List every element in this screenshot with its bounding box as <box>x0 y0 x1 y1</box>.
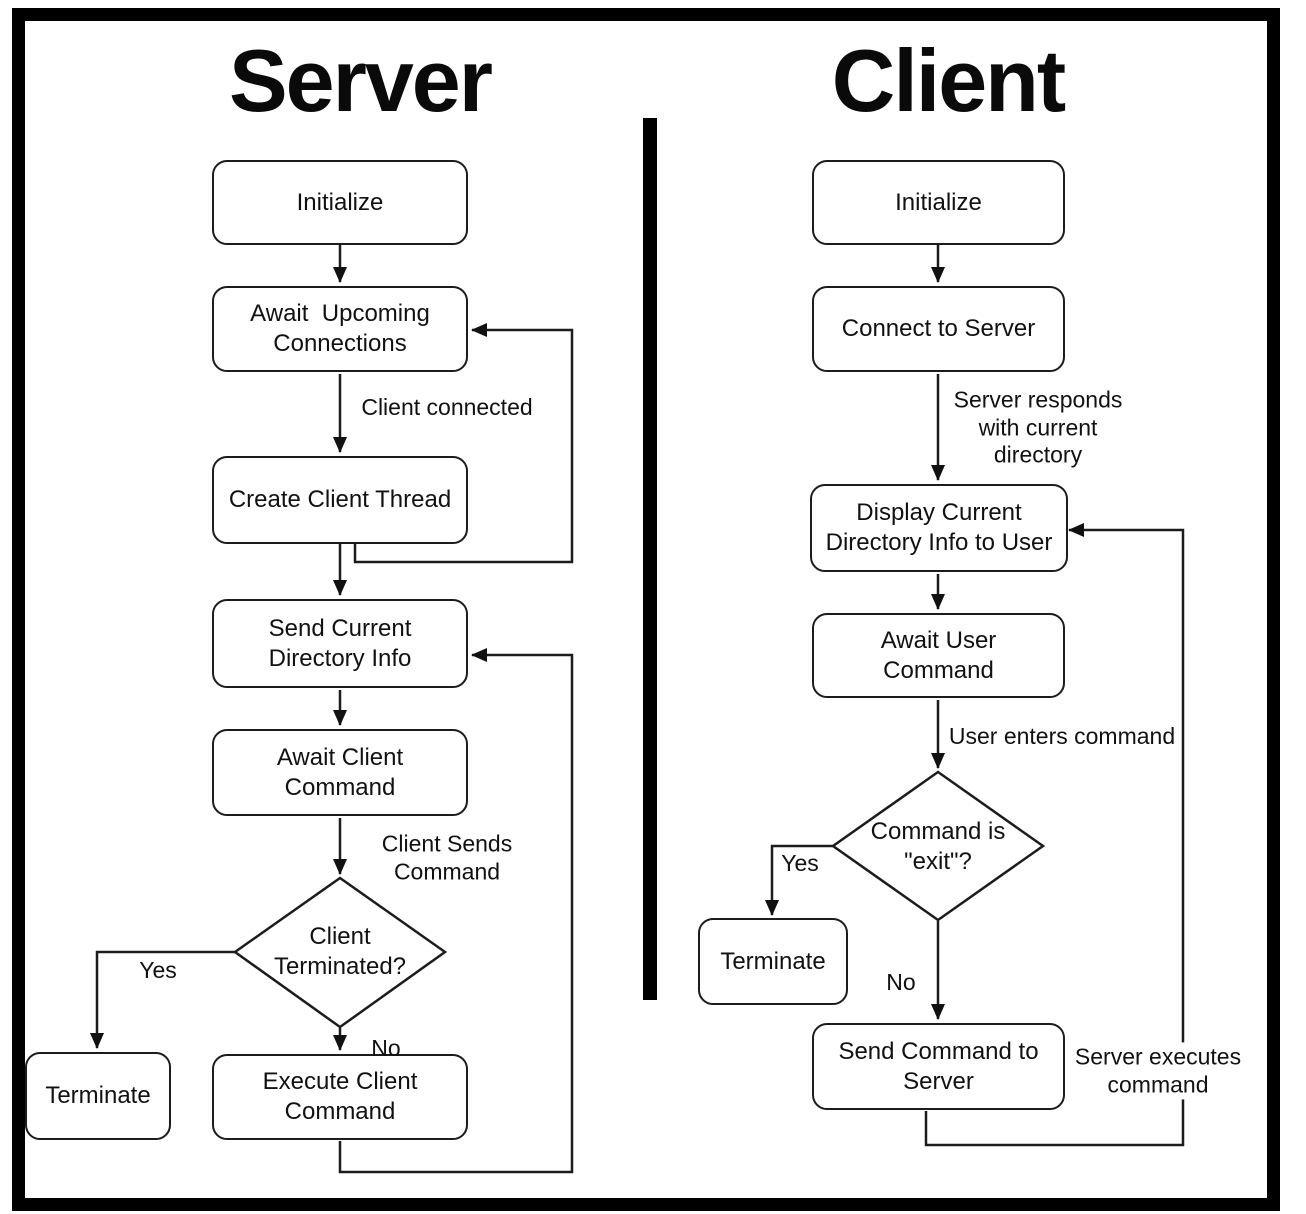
server-edge-yes: Yes <box>139 957 177 984</box>
client-column-title: Client <box>831 31 1066 130</box>
server-node-execute-command: Execute Client Command <box>212 1054 468 1140</box>
server-edge-client-connected: Client connected <box>361 394 533 421</box>
client-edge-server-responds: Server responds with current directory <box>953 386 1123 468</box>
client-edge-no: No <box>886 969 916 996</box>
client-edge-server-executes: Server executes command <box>1070 1042 1246 1100</box>
server-node-initialize: Initialize <box>212 160 468 245</box>
server-node-terminate: Terminate <box>25 1052 171 1140</box>
client-node-send-command: Send Command to Server <box>812 1023 1065 1110</box>
client-node-await-user: Await User Command <box>812 613 1065 698</box>
server-node-await-connections: Await Upcoming Connections <box>212 286 468 372</box>
client-node-connect: Connect to Server <box>812 286 1065 372</box>
server-node-create-thread: Create Client Thread <box>212 456 468 544</box>
server-loop-execute-to-send <box>338 648 574 1174</box>
client-edge-user-enters-command: User enters command <box>948 723 1176 750</box>
client-node-terminate: Terminate <box>698 918 848 1005</box>
server-node-await-command: Await Client Command <box>212 729 468 816</box>
client-arrow-decision-yes-terminate <box>765 844 833 916</box>
server-arrow-decision-yes-terminate <box>90 950 235 1049</box>
server-decision-diamond <box>232 876 448 1029</box>
column-divider <box>643 118 657 1000</box>
client-edge-yes: Yes <box>781 850 819 877</box>
server-edge-client-sends-command: Client Sends Command <box>381 830 513 884</box>
client-decision-diamond <box>830 770 1046 922</box>
server-decision-label: Client Terminated? <box>273 923 407 980</box>
client-decision-label: Command is "exit"? <box>870 818 1006 875</box>
server-node-send-directory: Send Current Directory Info <box>212 599 468 688</box>
client-node-display-directory: Display Current Directory Info to User <box>810 484 1068 572</box>
server-column-title: Server <box>228 31 493 130</box>
server-edge-no: No <box>371 1035 401 1062</box>
client-node-initialize: Initialize <box>812 160 1065 245</box>
server-loop-create-to-await <box>353 323 574 564</box>
client-loop-sendcmd-to-display <box>924 523 1185 1147</box>
